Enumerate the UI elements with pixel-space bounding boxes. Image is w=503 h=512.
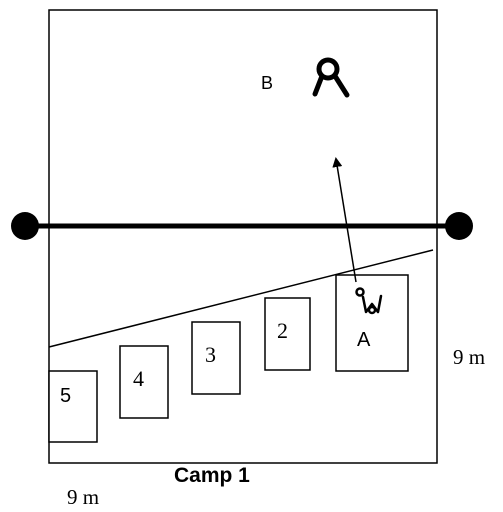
court-outline [48, 9, 438, 464]
server-player-icon [355, 287, 383, 315]
box-5-label: 5 [60, 385, 72, 407]
box-4 [119, 345, 169, 419]
zone-a-box [335, 274, 409, 372]
net-post-left [11, 212, 39, 240]
width-dimension-label: 9 m [453, 345, 486, 369]
zone-a-label: A [357, 329, 371, 351]
box-4-label: 4 [133, 366, 144, 391]
trajectory-arrow [332, 157, 357, 283]
box-2-label: 2 [277, 318, 288, 343]
box-2 [264, 297, 311, 371]
length-dimension-label: 9 m [67, 485, 100, 509]
zone-b-label: B [261, 73, 274, 93]
net-post-right [445, 212, 473, 240]
box-3 [191, 321, 241, 395]
box-3-label: 3 [205, 342, 216, 367]
camp-title: Camp 1 [174, 464, 250, 487]
box-5 [48, 370, 98, 443]
target-player-icon [312, 57, 350, 98]
diagonal-line [48, 249, 434, 348]
